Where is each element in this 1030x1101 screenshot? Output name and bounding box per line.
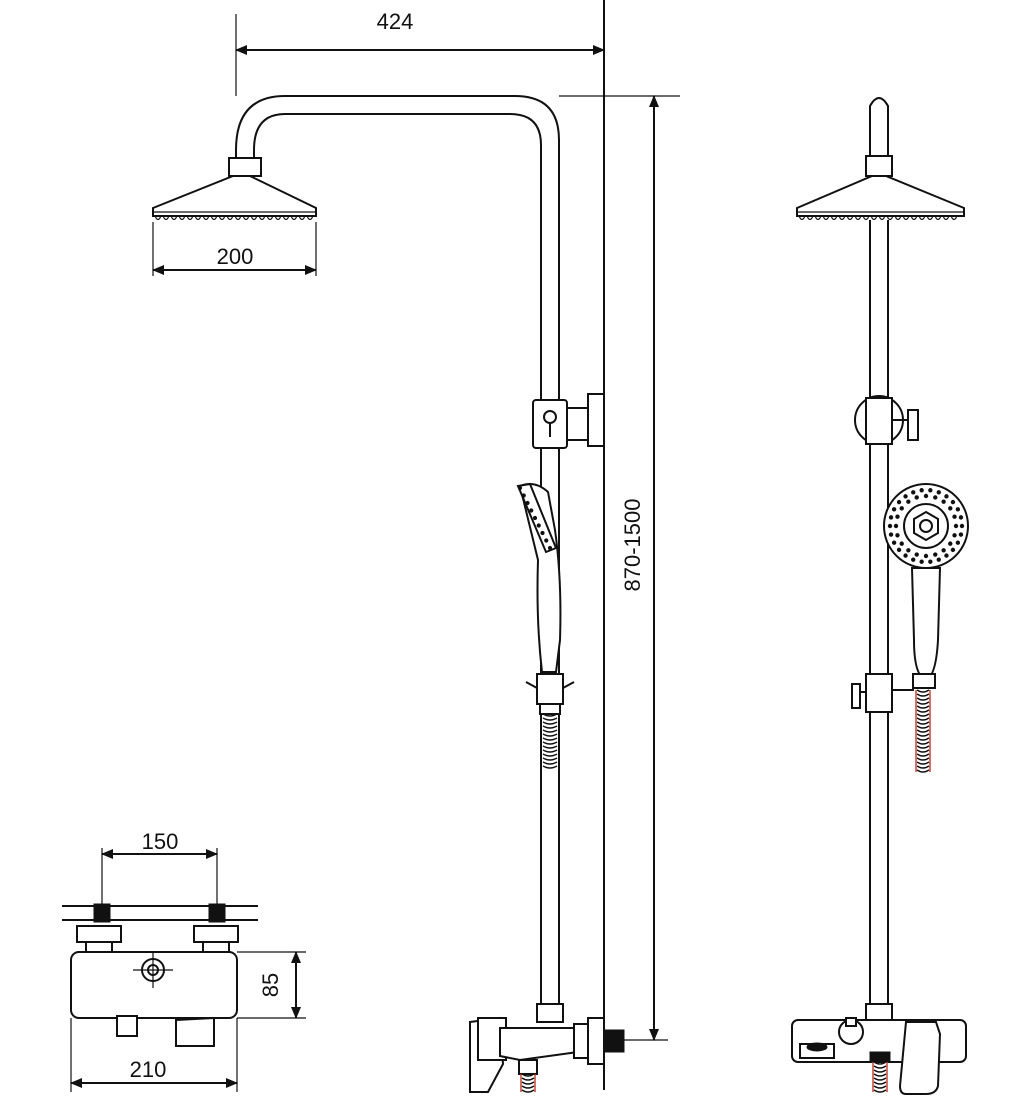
front-mixer (791, 1003, 967, 1095)
front-spout-spring (872, 1061, 888, 1093)
front-rain-head (796, 175, 965, 221)
dim-mixer-width-label: 210 (130, 1057, 167, 1082)
shower-arm-inner (253, 113, 542, 1005)
inlet-left-fitting (93, 903, 111, 923)
riser-connector (536, 1003, 564, 1023)
head-connector (228, 157, 262, 177)
dimension-lines: 424 200 870-1500 150 85 210 (70, 9, 680, 1092)
dim-mixer-depth-label: 85 (258, 973, 283, 997)
front-head-connector (865, 155, 893, 177)
dim-height-label: 870-1500 (620, 499, 645, 592)
front-hose-spring (915, 689, 931, 773)
inlet-right-fitting (208, 903, 226, 923)
wall-bracket (532, 393, 605, 449)
dim-inlet-spacing-label: 150 (142, 829, 179, 854)
spout-spring (520, 1073, 536, 1093)
front-slide-holder (851, 673, 914, 713)
front-bracket (854, 395, 919, 445)
plan-outlet (116, 1015, 138, 1037)
mixer-body-plan (70, 951, 238, 1019)
front-arm-top (869, 97, 889, 160)
slide-holder (525, 673, 575, 715)
front-hand-shower (883, 483, 969, 689)
dim-arm-reach-label: 424 (377, 9, 414, 34)
inlet-right-nut (193, 925, 239, 943)
hand-shower (516, 482, 562, 673)
mixer-side (469, 1016, 625, 1093)
inlet-left-nut (76, 925, 122, 943)
front-view (791, 97, 969, 1095)
shower-arm-outer (235, 95, 560, 1005)
mixer-plan-view (62, 903, 258, 1047)
rain-shower-head (152, 175, 317, 221)
hose-spring (542, 713, 558, 769)
plan-handle (175, 1016, 215, 1047)
dim-head-diameter-label: 200 (217, 244, 254, 269)
side-view (152, 0, 625, 1093)
